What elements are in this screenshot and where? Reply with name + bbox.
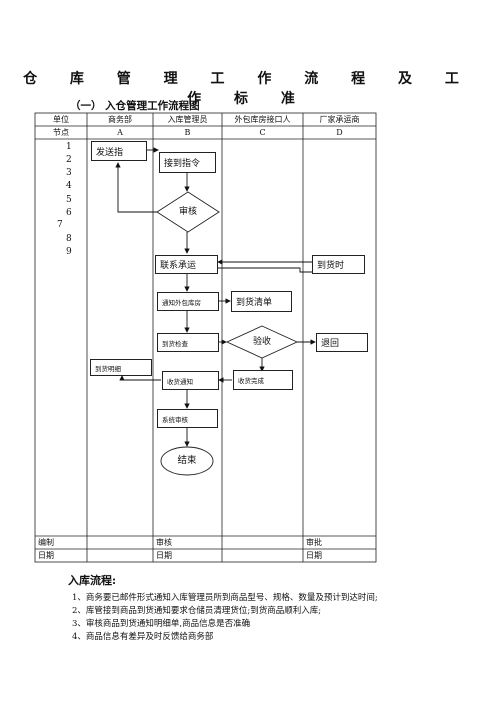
verify-label: 验收 <box>252 337 271 347</box>
process-step-2: 2、库管接到商品到货通知要求仓储员清理货位;到货商品顺利入库; <box>72 606 322 616</box>
seq-5: 5 <box>66 195 72 205</box>
arrival-list-box: 到货清单 <box>231 291 292 312</box>
header-unit: 单位 <box>53 115 69 124</box>
seq-6: 6 <box>66 208 72 218</box>
footer-approved: 审批 <box>306 538 322 547</box>
section-subtitle: （一） 入仓管理工作流程图 <box>70 100 200 112</box>
notify-warehouse-box: 通知外包库房 <box>157 292 219 311</box>
end-label: 结束 <box>177 455 197 466</box>
arrival-time-box: 到货时 <box>312 255 365 274</box>
footer-date-1: 日期 <box>38 551 54 560</box>
footer-reviewed: 审核 <box>156 538 172 547</box>
receipt-notice-box: 收货通知 <box>162 371 219 390</box>
seq-9: 9 <box>66 247 72 257</box>
node-code-a: A <box>117 128 123 137</box>
node-code-d: D <box>336 128 343 137</box>
audit-label: 审核 <box>178 207 197 217</box>
column-outsourced-contact: 外包库房接口人 <box>234 115 291 124</box>
column-commerce: 商务部 <box>108 115 132 124</box>
column-carrier: 厂家承运商 <box>319 115 360 124</box>
return-box: 退回 <box>316 333 368 352</box>
seq-1: 1 <box>66 142 72 152</box>
process-heading: 入库流程: <box>68 574 117 587</box>
node-code-c: C <box>259 128 266 137</box>
process-step-1: 1、商务要已邮件形式通知入库管理员所到商品型号、规格、数量及预计到达时间; <box>72 593 378 603</box>
seq-4: 4 <box>66 181 72 191</box>
receipt-done-box: 收货完成 <box>233 370 293 390</box>
arrival-detail-box: 到货明细 <box>90 359 152 376</box>
page-title: 仓 库 管 理 工 作 流 程 及 工 作 标 准 <box>23 71 473 107</box>
receive-instruction-box: 接到指令 <box>159 152 216 173</box>
send-instruction-box: 发送指 <box>91 141 147 161</box>
column-warehouse-admin: 入库管理员 <box>167 115 208 124</box>
footer-date-2: 日期 <box>156 551 172 560</box>
seq-2: 2 <box>66 155 72 165</box>
arrival-inspect-box: 到货检查 <box>157 333 219 352</box>
seq-3: 3 <box>66 168 72 178</box>
end-oval <box>160 446 214 476</box>
table-grid <box>34 112 377 563</box>
process-step-3: 3、审核商品到货通知明细单,商品信息是否准确 <box>72 619 251 629</box>
system-audit-box: 系统审核 <box>157 409 218 428</box>
contact-carrier-box: 联系承运 <box>155 255 218 274</box>
audit-diamond <box>156 191 220 233</box>
footer-compiled: 编制 <box>38 538 54 547</box>
process-step-4: 4、商品信息有差异及时反馈给商务部 <box>72 632 214 642</box>
seq-7: 7 <box>57 220 63 230</box>
footer-date-3: 日期 <box>306 551 322 560</box>
node-label: 节点 <box>53 128 69 137</box>
seq-8: 8 <box>66 234 72 244</box>
node-code-b: B <box>184 128 191 137</box>
